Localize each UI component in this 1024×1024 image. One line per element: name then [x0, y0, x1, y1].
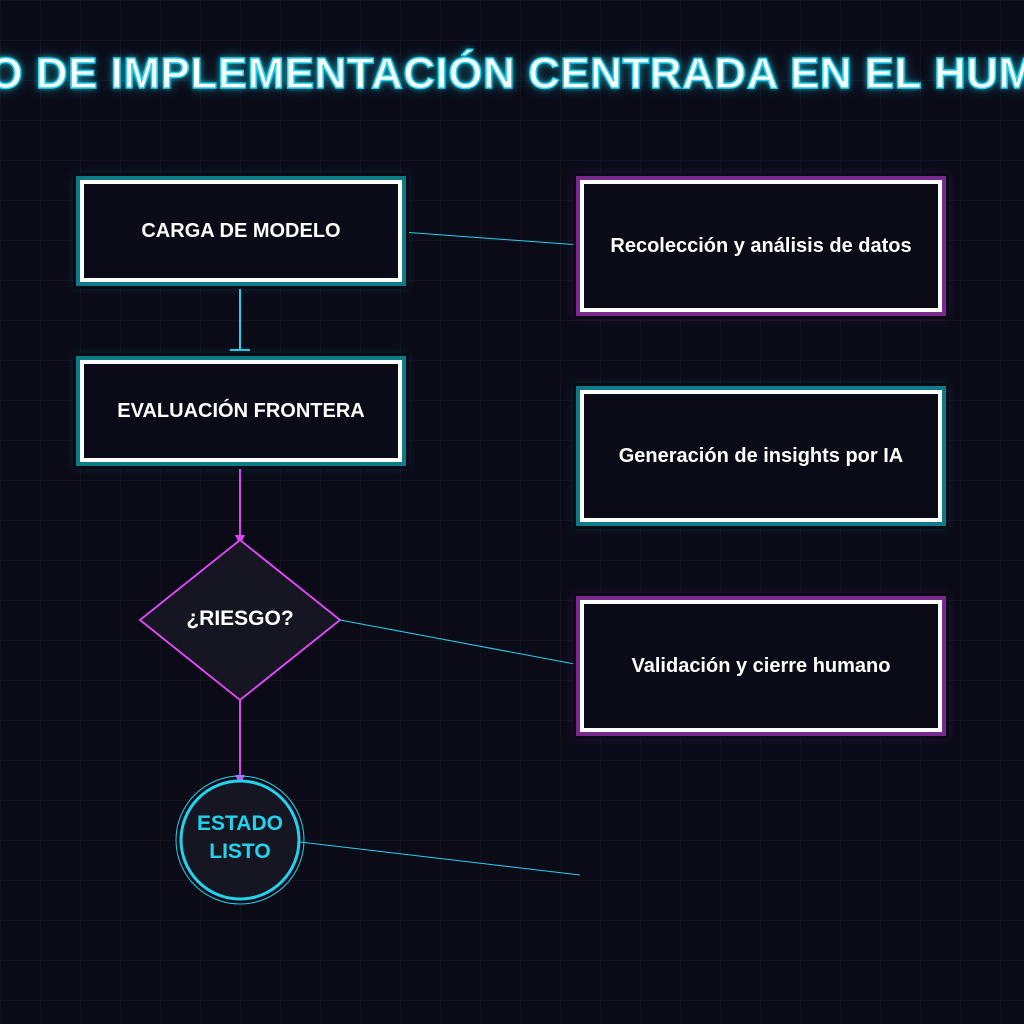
link-ready-to-offscreen: [299, 841, 581, 876]
ready-state-line1: ESTADO: [197, 812, 283, 835]
link-risk-to-human-validation: [339, 619, 581, 666]
data-collection-box: Recolección y análisis de datos: [580, 180, 942, 312]
human-validation-label: Validación y cierre humano: [631, 655, 891, 677]
data-collection-label: Recolección y análisis de datos: [610, 235, 912, 257]
link-load-to-data-collection: [401, 231, 581, 246]
diagram-title: O DE IMPLEMENTACIÓN CENTRADA EN EL HUM: [0, 48, 1024, 99]
ready-state-label: ESTADO LISTO: [180, 810, 300, 866]
risk-decision-label: ¿RIESGO?: [186, 607, 294, 630]
ai-insights-box: Generación de insights por IA: [580, 390, 942, 522]
human-validation-box: Validación y cierre humano: [580, 600, 942, 732]
ready-state-line2: LISTO: [209, 840, 271, 863]
ai-insights-label: Generación de insights por IA: [618, 445, 904, 467]
frontier-eval-label: EVALUACIÓN FRONTERA: [117, 400, 365, 422]
frontier-eval-box: EVALUACIÓN FRONTERA: [80, 360, 402, 462]
load-model-label: CARGA DE MODELO: [141, 220, 341, 242]
load-model-box: CARGA DE MODELO: [80, 180, 402, 282]
